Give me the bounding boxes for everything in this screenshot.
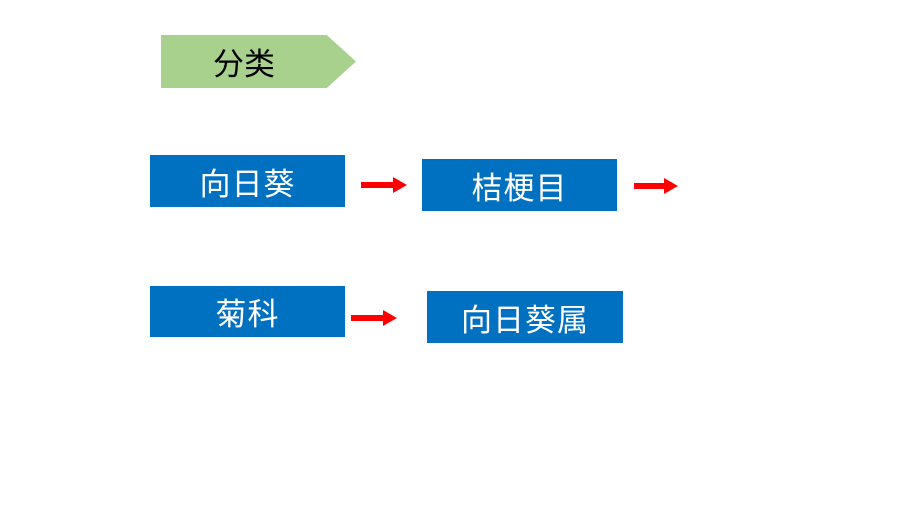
node-sunflower-label: 向日葵 [199,166,296,203]
node-family: 菊科 [150,286,345,337]
node-genus: 向日葵属 [427,291,623,343]
arrow-right-icon [351,310,397,326]
node-sunflower: 向日葵 [150,155,345,207]
category-title-tag: 分类 [161,35,356,88]
node-order: 桔梗目 [422,159,617,211]
node-genus-label: 向日葵属 [461,302,589,339]
arrow-right-icon [361,177,407,193]
category-title-text: 分类 [213,47,275,83]
arrow-right-icon [634,178,678,194]
node-family-label: 菊科 [215,297,280,333]
node-order-label: 桔梗目 [471,170,568,207]
